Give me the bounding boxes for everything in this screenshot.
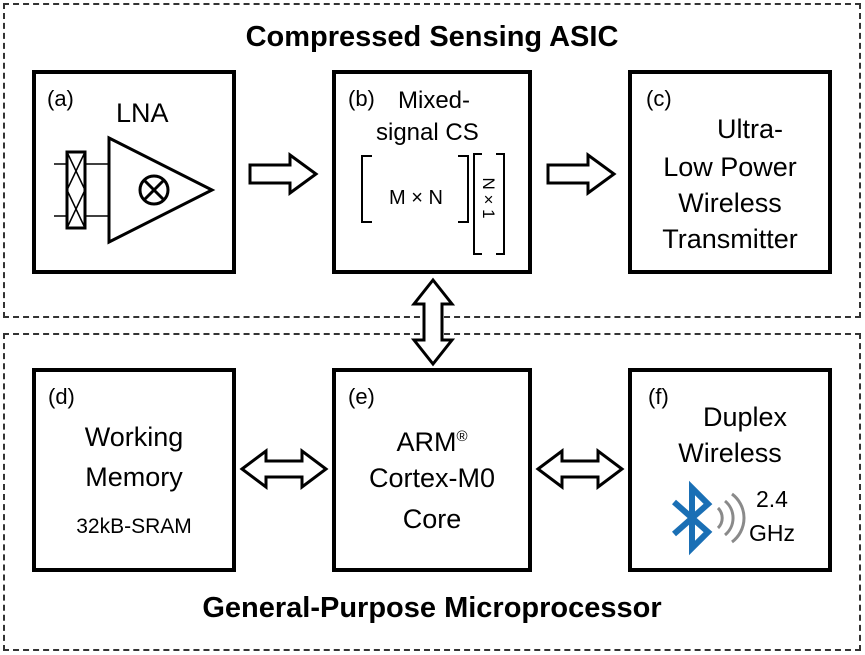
lna-block: (a) LNA	[32, 70, 236, 274]
matrix-label: M × N	[389, 187, 443, 209]
transmitter-line-4: Transmitter	[662, 224, 798, 254]
transmitter-tag: (c)	[646, 86, 672, 111]
cpu-block: (e) ARM® Cortex-M0 Core	[332, 368, 532, 572]
arrow-memory-cpu-bidirectional	[239, 448, 329, 490]
transmitter-line-3: Wireless	[678, 188, 782, 218]
memory-line2: Memory	[85, 462, 183, 492]
mcu-title: General-Purpose Microprocessor	[202, 592, 662, 624]
cs-label-line2: signal CS	[376, 119, 479, 146]
duplex-block: (f) Duplex Wireless 2.4 GHz	[628, 368, 832, 572]
bluetooth-icon	[672, 480, 746, 556]
duplex-line1: Duplex	[702, 402, 788, 432]
memory-line1: Working	[84, 422, 184, 452]
registered-mark: ®	[456, 428, 468, 445]
cpu-line3: Core	[402, 504, 462, 534]
amplifier-symbol-icon	[54, 135, 216, 245]
matrix-brackets-icon	[361, 153, 505, 255]
lna-tag: (a)	[47, 86, 74, 111]
arrow-cpu-duplex-bidirectional	[535, 448, 625, 490]
arrow-lna-to-cs	[248, 152, 319, 196]
memory-tag: (d)	[48, 384, 75, 409]
frequency-unit: GHz	[749, 520, 795, 546]
cpu-line1-text: ARM	[396, 427, 457, 457]
duplex-tag: (f)	[648, 384, 669, 409]
arrow-cs-to-transmitter	[546, 152, 617, 196]
cs-tag: (b)	[348, 86, 375, 111]
cpu-line1: ARM®	[336, 418, 528, 461]
cpu-line2: Cortex-M0	[368, 463, 496, 493]
transmitter-line-1: Ultra-	[717, 114, 783, 144]
cpu-tag: (e)	[348, 384, 375, 409]
memory-detail: 32kB-SRAM	[76, 515, 192, 538]
asic-title: Compressed Sensing ASIC	[245, 21, 619, 53]
cs-label-line1: Mixed-	[398, 87, 471, 114]
memory-block: (d) Working Memory 32kB-SRAM	[32, 368, 236, 572]
transmitter-line-2: Low Power	[663, 152, 797, 182]
cs-block: (b) Mixed- signal CS M × N N × 1	[332, 70, 532, 274]
lna-label: LNA	[116, 98, 169, 128]
transmitter-block: (c) Ultra- Low Power Wireless Transmitte…	[628, 70, 832, 274]
arrow-cs-cpu-bidirectional	[410, 277, 456, 367]
duplex-line2: Wireless	[678, 438, 782, 468]
frequency-value: 2.4	[756, 486, 788, 512]
